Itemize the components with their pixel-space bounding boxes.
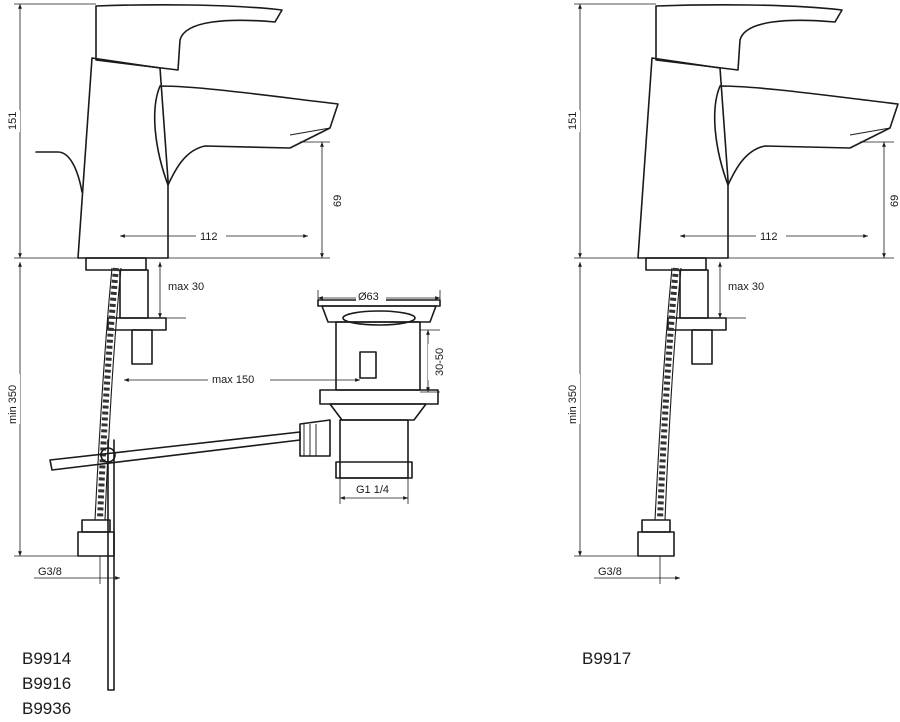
dim-waste-thread: G1 1/4 — [356, 484, 389, 496]
model-number: B9916 — [22, 674, 71, 693]
dim-height-total: 151 — [567, 112, 579, 130]
model-labels-right: B9917 — [582, 649, 631, 668]
dim-max-tap-hole: max 30 — [728, 281, 764, 293]
dim-waste-diameter: Ø63 — [358, 291, 379, 303]
dim-max-waste-distance: max 150 — [212, 374, 254, 386]
dim-connection: G3/8 — [38, 566, 62, 578]
dim-height-total: 151 — [7, 112, 19, 130]
dim-projection: 112 — [760, 231, 778, 243]
dim-waste-height: 30-50 — [434, 348, 446, 376]
dim-projection: 112 — [200, 231, 218, 243]
dimension-labels-right: 151 69 112 max 30 min 350 G3/8 — [566, 110, 900, 578]
dimension-labels-left: 151 69 112 max 30 min 350 max 150 Ø63 30… — [6, 110, 448, 578]
model-number: B9917 — [582, 649, 631, 668]
dimension-lines-right — [574, 3, 894, 584]
faucet-drawing-left — [35, 4, 441, 691]
dim-min-hose: min 350 — [567, 385, 579, 424]
model-number: B9914 — [22, 649, 71, 668]
model-labels-left: B9914 B9916 B9936 — [22, 649, 71, 718]
model-number: B9936 — [22, 699, 71, 718]
dim-min-hose: min 350 — [7, 385, 19, 424]
dim-outlet-height: 69 — [889, 195, 900, 207]
faucet-drawing-right — [637, 4, 899, 557]
dim-connection: G3/8 — [598, 566, 622, 578]
dim-max-tap-hole: max 30 — [168, 281, 204, 293]
dim-outlet-height: 69 — [332, 195, 344, 207]
